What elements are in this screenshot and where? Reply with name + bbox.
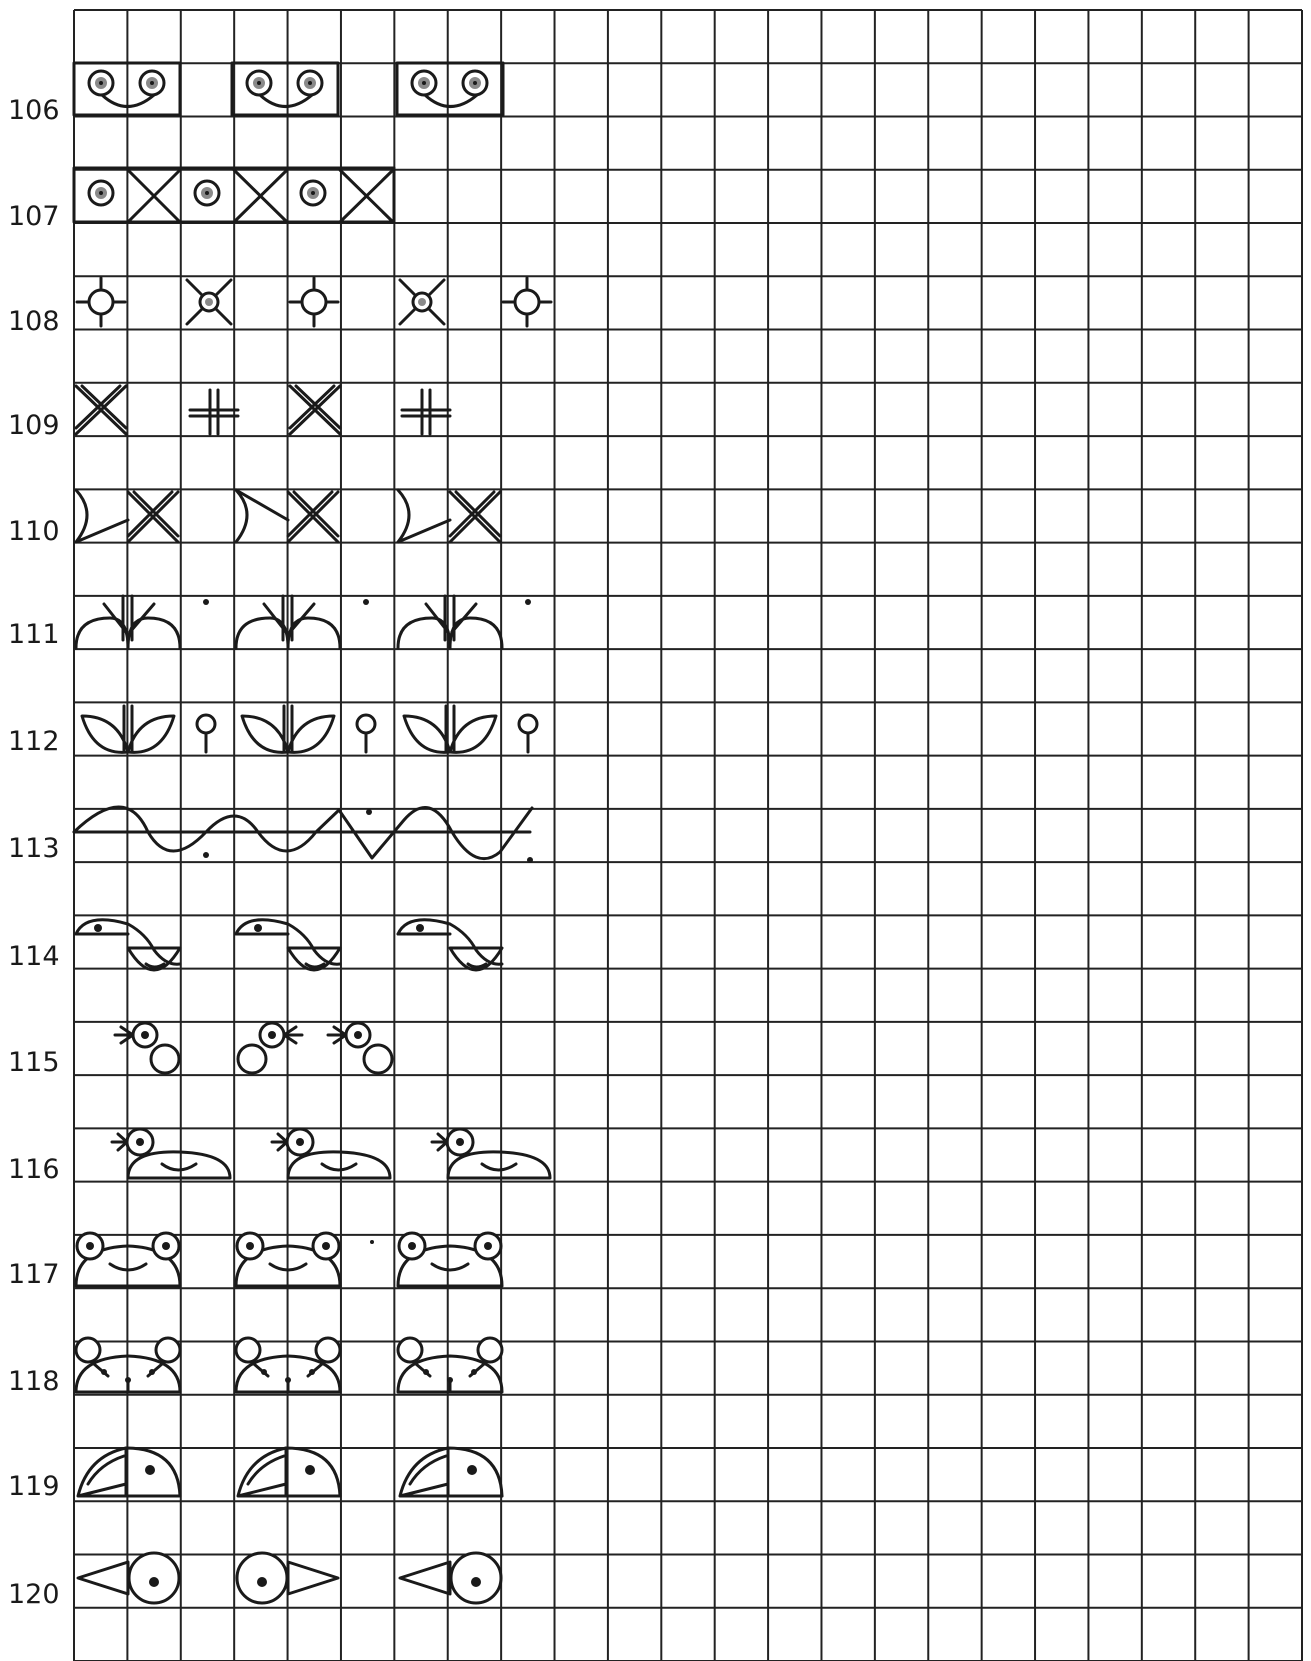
row-number: 113 [8, 833, 60, 864]
row-number: 115 [8, 1047, 60, 1078]
pattern-bear-face [76, 1338, 502, 1392]
pattern-wave-dots [74, 807, 533, 863]
row-number: 109 [8, 410, 60, 441]
pattern-sun-star [77, 278, 551, 326]
pattern-chick [115, 1023, 392, 1073]
pattern-bird-body [112, 1129, 550, 1178]
row-number: 110 [8, 516, 60, 547]
row-number: 120 [8, 1579, 60, 1610]
row-numbers: 106 107 108 109 110 111 112 113 114 115 … [8, 95, 60, 1610]
row-number: 119 [8, 1471, 60, 1502]
grid-lines [74, 10, 1302, 1661]
row-number: 114 [8, 941, 60, 972]
row-number: 106 [8, 95, 60, 126]
pattern-bird-head [78, 1448, 502, 1496]
pattern-fish-wave [76, 920, 502, 970]
pattern-fish-head [78, 1553, 501, 1603]
row-number: 107 [8, 201, 60, 232]
pattern-frog-face [76, 1233, 502, 1286]
row-number: 117 [8, 1259, 60, 1290]
row-number: 116 [8, 1154, 60, 1185]
row-number: 112 [8, 726, 60, 757]
pattern-hill-sprout-dot [76, 596, 531, 648]
pattern-leaves-flower [82, 706, 537, 752]
row-number: 108 [8, 306, 60, 337]
row-number: 118 [8, 1366, 60, 1397]
row-number: 111 [8, 619, 60, 650]
